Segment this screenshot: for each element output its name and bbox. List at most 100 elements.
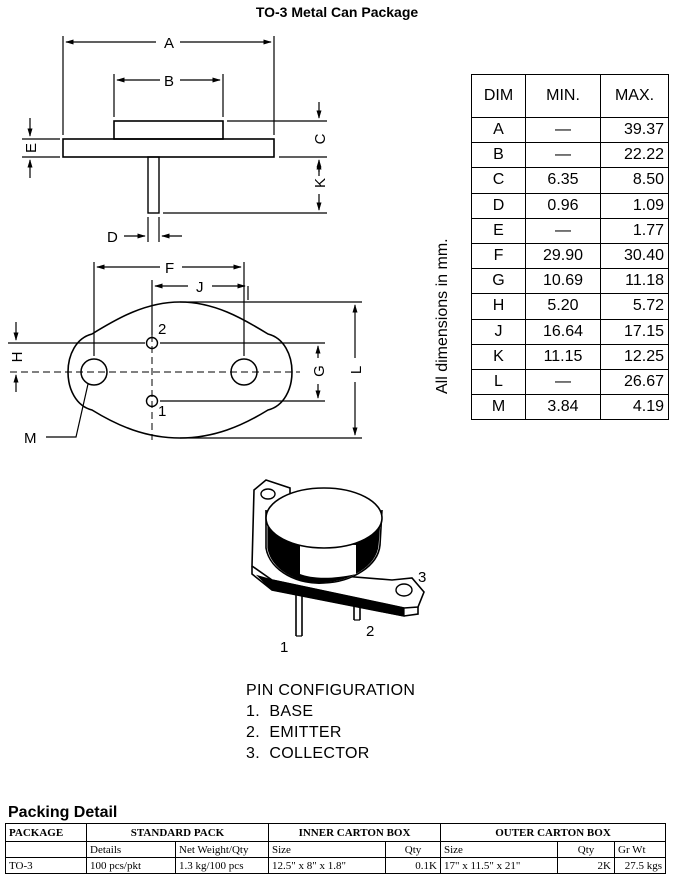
min-cell: 5.20 — [525, 293, 601, 320]
table-row: B—22.22 — [471, 142, 669, 169]
side-view — [22, 36, 327, 242]
cell-inner-qty: 0.1K — [385, 857, 441, 874]
cell-net-weight: 1.3 kg/100 pcs — [175, 857, 269, 874]
min-cell: 6.35 — [525, 167, 601, 194]
pin-configuration: PIN CONFIGURATION 1. BASE 2. EMITTER 3. … — [246, 680, 415, 764]
dim-label-e: E — [23, 143, 40, 153]
cell-package: TO-3 — [5, 857, 87, 874]
top-pin-label-2: 2 — [158, 321, 166, 338]
packing-table: PACKAGE STANDARD PACK INNER CARTON BOX O… — [5, 823, 666, 874]
iso-pin-label-2: 2 — [366, 623, 374, 640]
dim-cell: D — [471, 192, 526, 219]
dim-cell: L — [471, 368, 526, 396]
subheader-outer-qty: Qty — [557, 841, 615, 858]
dim-cell: C — [471, 167, 526, 194]
dim-cell: H — [471, 293, 526, 320]
min-cell: 3.84 — [525, 394, 601, 421]
page-title: TO-3 Metal Can Package — [255, 4, 419, 20]
iso-pin-label-3: 3 — [418, 569, 426, 586]
header-dim: DIM — [471, 74, 526, 118]
min-cell: 16.64 — [525, 318, 601, 345]
dim-label-a: A — [164, 35, 174, 52]
header-package: PACKAGE — [5, 823, 87, 842]
max-cell: 4.19 — [600, 394, 669, 421]
min-cell: — — [525, 368, 601, 396]
pin-config-item: 1. BASE — [246, 703, 314, 720]
table-row: TO-3 100 pcs/pkt 1.3 kg/100 pcs 12.5" x … — [5, 857, 666, 874]
dim-cell: F — [471, 242, 526, 270]
dim-label-m: M — [24, 430, 37, 447]
pin-config-item: 2. EMITTER — [246, 724, 342, 741]
dim-label-k: K — [312, 178, 329, 188]
max-cell: 11.18 — [600, 268, 669, 295]
max-cell: 8.50 — [600, 167, 669, 194]
subheader-outer-size: Size — [440, 841, 558, 858]
iso-pin-label-1: 1 — [280, 639, 288, 656]
cell-outer-size: 17" x 11.5" x 21" — [440, 857, 558, 874]
cell-details: 100 pcs/pkt — [86, 857, 176, 874]
isometric-view — [251, 479, 425, 637]
dim-label-c: C — [312, 133, 329, 144]
max-cell: 39.37 — [600, 116, 669, 144]
dim-cell: G — [471, 268, 526, 295]
top-view — [8, 262, 362, 440]
max-cell: 1.77 — [600, 217, 669, 244]
top-pin-label-1: 1 — [158, 403, 166, 420]
max-cell: 17.15 — [600, 318, 669, 345]
cell-gr-wt: 27.5 kgs — [614, 857, 666, 874]
table-row: A—39.37 — [471, 116, 669, 144]
cell-outer-qty: 2K — [557, 857, 615, 874]
min-cell: 10.69 — [525, 268, 601, 295]
dim-label-f: F — [165, 260, 174, 277]
dim-label-b: B — [164, 73, 174, 90]
dim-cell: B — [471, 142, 526, 169]
max-cell: 1.09 — [600, 192, 669, 219]
header-outer-carton: OUTER CARTON BOX — [440, 823, 666, 842]
max-cell: 5.72 — [600, 293, 669, 320]
units-note: All dimensions in mm. — [434, 238, 451, 394]
header-standard-pack: STANDARD PACK — [86, 823, 269, 842]
header-inner-carton: INNER CARTON BOX — [268, 823, 441, 842]
dim-cell: K — [471, 343, 526, 370]
min-cell: — — [525, 217, 601, 244]
dim-cell: M — [471, 394, 526, 421]
header-min: MIN. — [525, 74, 601, 118]
dim-label-l: L — [348, 366, 365, 374]
dim-cell: E — [471, 217, 526, 244]
min-cell: 0.96 — [525, 192, 601, 219]
pin-config-item: 3. COLLECTOR — [246, 745, 370, 762]
dim-cell: A — [471, 116, 526, 144]
max-cell: 30.40 — [600, 242, 669, 270]
cell-inner-size: 12.5" x 8" x 1.8" — [268, 857, 386, 874]
table-row: E—1.77 — [471, 217, 669, 244]
table-row: L—26.67 — [471, 368, 669, 396]
subheader-inner-size: Size — [268, 841, 386, 858]
dim-cell: J — [471, 318, 526, 345]
subheader-inner-qty: Qty — [385, 841, 441, 858]
subheader-net-weight: Net Weight/Qty — [175, 841, 269, 858]
table-header-row: DIM MIN. MAX. — [471, 74, 669, 118]
packing-title: Packing Detail — [8, 804, 118, 821]
min-cell: 11.15 — [525, 343, 601, 370]
dim-label-j: J — [196, 279, 204, 296]
max-cell: 26.67 — [600, 368, 669, 396]
dim-label-h: H — [9, 352, 26, 363]
subheader-gr-wt: Gr Wt — [614, 841, 666, 858]
max-cell: 22.22 — [600, 142, 669, 169]
dim-label-d: D — [107, 229, 118, 246]
subheader-details: Details — [86, 841, 176, 858]
max-cell: 12.25 — [600, 343, 669, 370]
min-cell: — — [525, 142, 601, 169]
min-cell: 29.90 — [525, 242, 601, 270]
dim-label-g: G — [311, 365, 328, 377]
